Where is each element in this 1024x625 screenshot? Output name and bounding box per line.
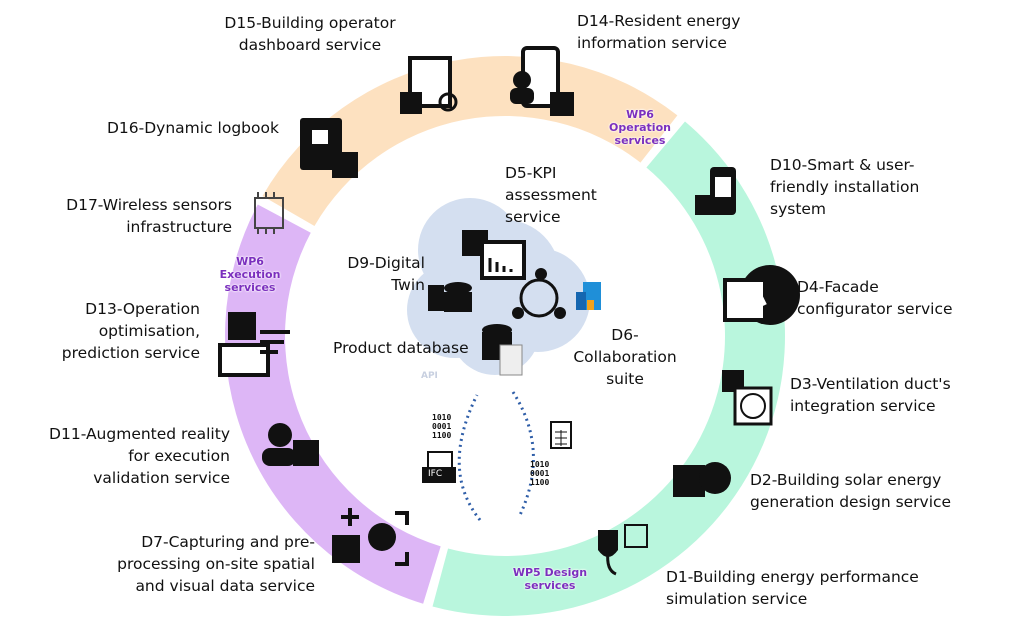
logbook-icon <box>300 118 358 178</box>
label-d13: D13-Operation optimisation, prediction s… <box>61 300 200 362</box>
collaboration-suite-logo <box>576 282 601 310</box>
label-d9: D9-Digital Twin <box>347 254 425 294</box>
spreadsheet-icon <box>550 421 572 449</box>
group-label-execution: WP6 Execution services <box>219 255 281 294</box>
binary-data-icon: 1010 0001 1100 <box>530 460 550 487</box>
operation-optimisation-icon <box>218 312 290 377</box>
ar-icon <box>262 423 319 466</box>
solar-icon <box>673 462 731 497</box>
ventilation-icon <box>722 370 773 426</box>
label-d1: D1-Building energy performance simulatio… <box>666 568 919 608</box>
group-label-design: WP5 Design services <box>512 566 588 592</box>
label-product-database: Product database <box>333 339 469 357</box>
label-d2: D2-Building solar energy generation desi… <box>750 471 952 511</box>
label-d4: D4-Facade configurator service <box>797 278 953 318</box>
execution-segment <box>224 204 441 604</box>
icons <box>218 46 800 576</box>
label-d10: D10-Smart & user- friendly installation … <box>770 156 920 218</box>
label-d5: D5-KPI assessment service <box>505 164 597 226</box>
ifc-file-icon <box>422 451 456 483</box>
api-label: API <box>421 371 438 381</box>
label-d16: D16-Dynamic logbook <box>107 119 279 137</box>
product-database-icon <box>482 324 523 376</box>
dashboard-icon <box>400 56 458 114</box>
download-arrow <box>511 391 535 516</box>
label-d17: D17-Wireless sensors infrastructure <box>66 196 232 236</box>
installation-icon <box>695 167 736 215</box>
label-d7: D7-Capturing and pre- processing on-site… <box>117 533 315 595</box>
sensor-icon <box>254 192 284 234</box>
binary-data-icon: 1010 0001 1100 <box>432 413 452 440</box>
capture-icon <box>332 508 409 566</box>
label-d14: D14-Resident energy information service <box>577 12 741 52</box>
kpi-icon <box>462 230 526 280</box>
energy-simulation-icon <box>598 524 648 576</box>
facade-icon <box>723 265 800 325</box>
ifc-label: IFC <box>428 469 443 479</box>
api-plug-icon <box>404 368 446 388</box>
digital-twin-icon <box>428 282 472 312</box>
resident-info-icon <box>510 46 574 116</box>
data-exchange-arrows <box>457 391 535 521</box>
label-d15: D15-Building operator dashboard service <box>224 14 396 54</box>
upload-arrow <box>457 394 482 521</box>
collaboration-icon <box>512 268 566 319</box>
group-label-operation: WP6 Operation services <box>609 108 671 147</box>
label-d3: D3-Ventilation duct's integration servic… <box>790 375 951 415</box>
label-d6: D6- Collaboration suite <box>573 326 677 388</box>
label-d11: D11-Augmented reality for execution vali… <box>49 425 230 487</box>
